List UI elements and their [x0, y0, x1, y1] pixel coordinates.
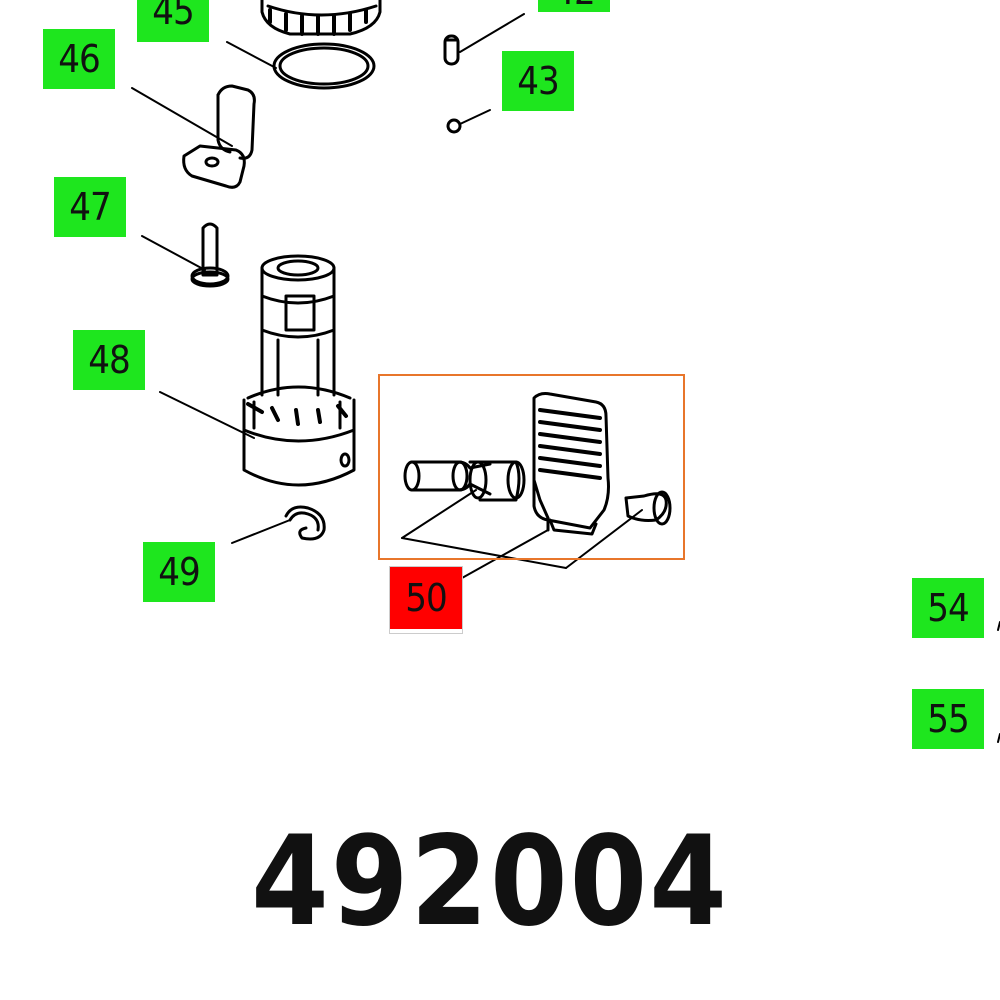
- callout-46[interactable]: 46: [43, 29, 115, 89]
- part-45-collar: [260, 0, 382, 90]
- part-43-ball: [446, 118, 462, 134]
- callout-43[interactable]: 43: [502, 51, 574, 111]
- part-46-latch: [182, 84, 256, 189]
- callout-42[interactable]: 42: [538, 0, 610, 12]
- callout-55[interactable]: 55: [912, 689, 984, 749]
- callout-45[interactable]: 45: [137, 0, 209, 42]
- part-50-kit: [401, 392, 672, 569]
- part-47-pin: [190, 222, 230, 288]
- callout-leaders: [131, 13, 1000, 743]
- part-number-title: 492004: [251, 810, 729, 954]
- callout-50-selected[interactable]: 50: [389, 566, 463, 634]
- callout-49[interactable]: 49: [143, 542, 215, 602]
- callout-54[interactable]: 54: [912, 578, 984, 638]
- part-42-pin: [443, 34, 460, 66]
- callout-48[interactable]: 48: [73, 330, 145, 390]
- part-48-spindle: [242, 254, 356, 487]
- callout-47[interactable]: 47: [54, 177, 126, 237]
- part-49-circlip: [284, 505, 326, 541]
